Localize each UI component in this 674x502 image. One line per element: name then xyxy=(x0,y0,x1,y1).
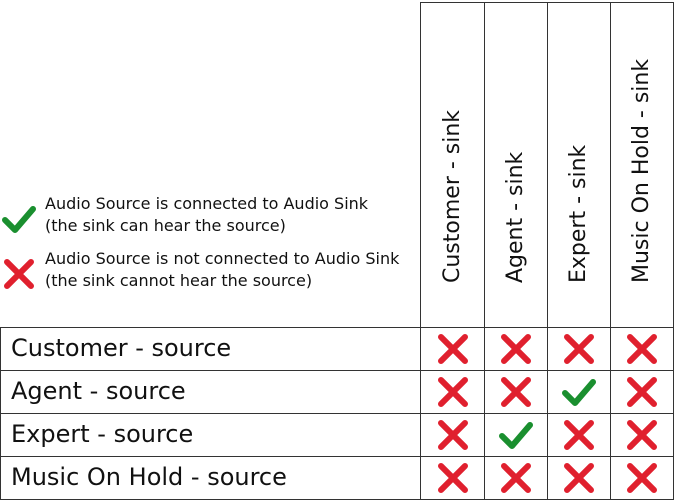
sink-label: Music On Hold - sink xyxy=(629,58,654,283)
cross-icon xyxy=(564,334,594,364)
cross-icon xyxy=(627,420,657,450)
cross-icon xyxy=(627,334,657,364)
cross-icon xyxy=(437,334,468,364)
legend-connected-line2: (the sink can hear the source) xyxy=(45,216,286,235)
matrix-cell xyxy=(484,413,548,457)
matrix-cell xyxy=(420,370,485,414)
legend-connected-text: Audio Source is connected to Audio Sink … xyxy=(45,193,368,237)
source-label: Music On Hold - source xyxy=(0,456,421,500)
matrix-cell xyxy=(547,413,611,457)
sink-label: Customer - sink xyxy=(439,109,465,283)
cross-icon xyxy=(564,420,594,450)
checkmark-icon xyxy=(562,379,596,406)
matrix-cell xyxy=(420,327,485,371)
source-label: Customer - source xyxy=(0,327,421,371)
legend-not-connected: Audio Source is not connected to Audio S… xyxy=(0,248,420,298)
source-row-agent: Agent - source xyxy=(0,370,674,414)
legend-not-connected-text: Audio Source is not connected to Audio S… xyxy=(45,248,399,292)
matrix-cell xyxy=(484,370,548,414)
matrix-cell xyxy=(420,413,485,457)
legend-not-connected-line1: Audio Source is not connected to Audio S… xyxy=(45,249,400,268)
matrix-cell xyxy=(610,370,674,414)
matrix-cell xyxy=(547,456,611,500)
checkmark-icon xyxy=(2,206,36,233)
sink-label: Expert - sink xyxy=(566,144,591,283)
cross-icon xyxy=(501,334,531,364)
matrix-cell xyxy=(547,327,611,371)
sink-header-customer: Customer - sink xyxy=(420,2,485,328)
legend-not-connected-line2: (the sink cannot hear the source) xyxy=(45,271,313,290)
cross-icon xyxy=(627,463,657,493)
legend-connected-line1: Audio Source is connected to Audio Sink xyxy=(45,194,369,213)
matrix-cell xyxy=(610,456,674,500)
checkmark-icon xyxy=(499,422,533,449)
cross-icon xyxy=(437,463,468,493)
matrix-cell xyxy=(610,327,674,371)
matrix-cell xyxy=(484,456,548,500)
sink-header-agent: Agent - sink xyxy=(484,2,548,328)
source-label: Expert - source xyxy=(0,413,421,457)
cross-icon xyxy=(564,463,594,493)
matrix-cell xyxy=(484,327,548,371)
source-row-customer: Customer - source xyxy=(0,327,674,371)
source-label: Agent - source xyxy=(0,370,421,414)
sink-header-music-on-hold: Music On Hold - sink xyxy=(610,2,674,328)
source-row-music-on-hold: Music On Hold - source xyxy=(0,456,674,500)
cross-icon xyxy=(4,259,34,289)
source-row-expert: Expert - source xyxy=(0,413,674,457)
sink-header-expert: Expert - sink xyxy=(547,2,611,328)
cross-icon xyxy=(627,377,657,407)
matrix-cell xyxy=(547,370,611,414)
matrix-cell xyxy=(610,413,674,457)
cross-icon xyxy=(501,463,531,493)
matrix-cell xyxy=(420,456,485,500)
cross-icon xyxy=(437,420,468,450)
sink-label: Agent - sink xyxy=(503,151,528,283)
legend-connected: Audio Source is connected to Audio Sink … xyxy=(0,190,420,240)
cross-icon xyxy=(501,377,531,407)
cross-icon xyxy=(437,377,468,407)
